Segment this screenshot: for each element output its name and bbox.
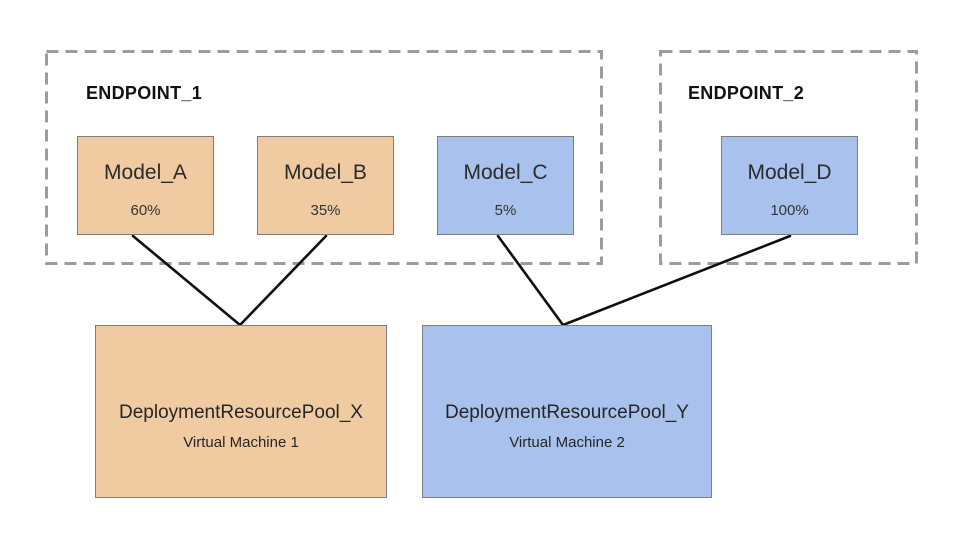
- connector-model-b-to-pool-x: [238, 234, 328, 327]
- connector-model-d-to-pool-y: [561, 234, 792, 327]
- connector-model-c-to-pool-y: [496, 234, 565, 327]
- model-a-label: Model_A: [104, 161, 187, 184]
- pool-x-machine-label: Virtual Machine 1: [183, 434, 299, 451]
- pool-x-node: DeploymentResourcePool_X Virtual Machine…: [95, 325, 387, 498]
- connector-model-a-to-pool-x: [131, 234, 242, 327]
- pool-y-label: DeploymentResourcePool_Y: [445, 402, 689, 423]
- pool-y-node: DeploymentResourcePool_Y Virtual Machine…: [422, 325, 712, 498]
- endpoint-2-boundary: [659, 50, 918, 265]
- pool-y-machine-label: Virtual Machine 2: [509, 434, 625, 451]
- model-b-traffic-percent: 35%: [310, 202, 341, 219]
- model-d-label: Model_D: [747, 161, 832, 184]
- model-b-node: Model_B 35%: [257, 136, 394, 235]
- model-b-label: Model_B: [284, 161, 367, 184]
- model-c-node: Model_C 5%: [437, 136, 574, 235]
- pool-x-label: DeploymentResourcePool_X: [119, 402, 363, 423]
- model-c-traffic-percent: 5%: [494, 202, 517, 219]
- endpoint-1-label: ENDPOINT_1: [86, 83, 203, 103]
- model-a-node: Model_A 60%: [77, 136, 214, 235]
- endpoint-1-boundary: [45, 50, 603, 265]
- model-d-node: Model_D 100%: [721, 136, 858, 235]
- model-c-label: Model_C: [463, 161, 548, 184]
- model-d-traffic-percent: 100%: [770, 202, 809, 219]
- endpoint-2-label: ENDPOINT_2: [688, 83, 805, 103]
- model-a-traffic-percent: 60%: [130, 202, 161, 219]
